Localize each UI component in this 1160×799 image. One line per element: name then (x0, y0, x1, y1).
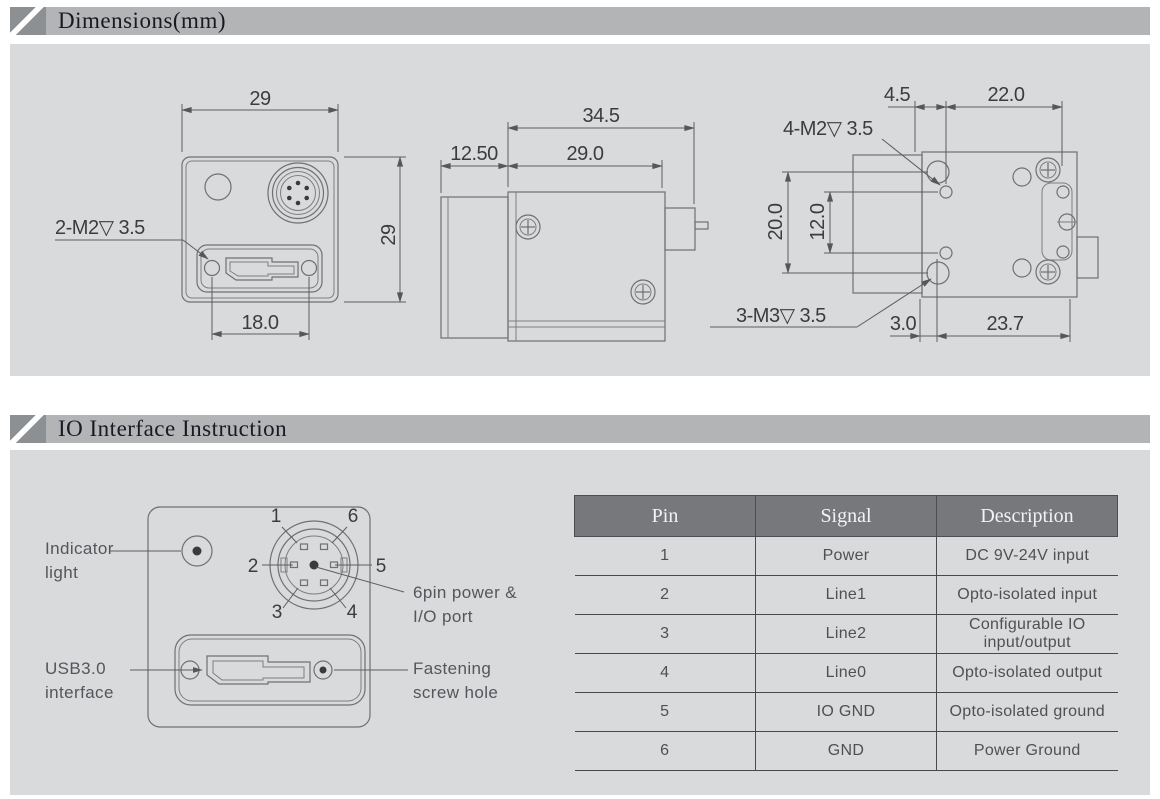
pin-table: Pin Signal Description 1 Power DC 9V-24V… (574, 495, 1118, 771)
usb-interface-label-line1: USB3.0 (45, 659, 106, 678)
side-total-dim: 34.5 (583, 105, 620, 127)
pin-number-6: 6 (348, 506, 359, 527)
io-rear-view-drawing: 1 6 2 5 3 4 (110, 506, 408, 728)
dimensions-panel: 29 29 18.0 2-M2▽ 3.5 (10, 44, 1150, 376)
front-usb-span-dim: 18.0 (242, 312, 279, 334)
top-inner-left-dim: 12.0 (807, 203, 829, 240)
front-height-dim: 29 (378, 224, 400, 246)
table-row: 1 Power DC 9V-24V input (574, 536, 1118, 576)
pin-number-3: 3 (272, 602, 283, 623)
front-width-dim: 29 (249, 88, 271, 110)
usb3-port-outline (206, 655, 311, 685)
description-cell: Opto-isolated input (936, 575, 1118, 615)
top-offset-top-dim: 4.5 (884, 84, 911, 106)
pin-cell: 6 (574, 731, 756, 771)
signal-cell: Power (755, 536, 937, 576)
pin-table-header-signal: Signal (755, 495, 937, 537)
table-row: 5 IO GND Opto-isolated ground (574, 692, 1118, 732)
indicator-light-label-line2: light (45, 563, 78, 582)
signal-cell: GND (755, 731, 937, 771)
front-screw-label: 2-M2▽ 3.5 (55, 217, 145, 239)
top-span-top-dim: 22.0 (988, 84, 1025, 106)
dimensions-section-header: Dimensions(mm) (10, 7, 1150, 35)
side-view-drawing: 34.5 12.50 29.0 (440, 105, 709, 342)
side-body-dim: 29.0 (567, 143, 604, 165)
pin-table-header-description: Description (936, 495, 1118, 537)
indicator-light-dot (192, 546, 202, 556)
io-diagram: 1 6 2 5 3 4 (45, 506, 517, 728)
dimensions-section-title: Dimensions(mm) (58, 8, 226, 33)
usb-interface-label-line2: interface (45, 683, 114, 702)
top-screw-top-label: 4-M2▽ 3.5 (783, 118, 873, 140)
table-row: 3 Line2 Configurable IO input/output (574, 614, 1118, 654)
pin-cell: 1 (574, 536, 756, 576)
signal-cell: Line1 (755, 575, 937, 615)
top-view-drawing: 4.5 22.0 4-M2▽ 3.5 20.0 12.0 3-M3▽ 3.5 (710, 84, 1099, 342)
io-section-title: IO Interface Instruction (58, 416, 288, 441)
io-callout-labels: Indicator light USB3.0 interface 6pin po… (45, 539, 517, 702)
pin-port-label-line1: 6pin power & (413, 583, 517, 602)
section-slash-icon (10, 415, 46, 443)
dimensions-drawing: 29 29 18.0 2-M2▽ 3.5 (55, 84, 1099, 342)
pin-number-4: 4 (347, 602, 358, 623)
description-cell: Power Ground (936, 731, 1118, 771)
signal-cell: Line0 (755, 653, 937, 693)
top-screw-bottom-label: 3-M3▽ 3.5 (736, 305, 826, 327)
pin-number-1: 1 (271, 506, 282, 527)
pin-port-label-line2: I/O port (413, 607, 473, 626)
description-cell: Configurable IO input/output (936, 614, 1118, 654)
pin-cell: 5 (574, 692, 756, 732)
io-panel: 1 6 2 5 3 4 (10, 450, 1150, 795)
table-row: 4 Line0 Opto-isolated output (574, 653, 1118, 693)
description-cell: Opto-isolated ground (936, 692, 1118, 732)
pin-table-header-row: Pin Signal Description (574, 495, 1118, 537)
side-lens-dim: 12.50 (450, 143, 498, 165)
indicator-light-label-line1: Indicator (45, 539, 114, 558)
top-offset-bottom-dim: 3.0 (890, 313, 917, 335)
pin-number-5: 5 (376, 556, 387, 577)
io-section-header: IO Interface Instruction (10, 415, 1150, 443)
description-cell: DC 9V-24V input (936, 536, 1118, 576)
pin-table-header-pin: Pin (574, 495, 756, 537)
fastening-screw-dot (319, 666, 327, 674)
front-view-drawing: 29 29 18.0 2-M2▽ 3.5 (55, 88, 406, 340)
top-span-bottom-dim: 23.7 (987, 313, 1024, 335)
pin-cell: 3 (574, 614, 756, 654)
signal-cell: IO GND (755, 692, 937, 732)
pin-cell: 2 (574, 575, 756, 615)
top-outer-left-dim: 20.0 (765, 203, 787, 240)
pin-number-2: 2 (248, 556, 259, 577)
table-row: 6 GND Power Ground (574, 731, 1118, 771)
pin-cell: 4 (574, 653, 756, 693)
fastening-screw-label-line2: screw hole (413, 683, 498, 702)
table-row: 2 Line1 Opto-isolated input (574, 575, 1118, 615)
description-cell: Opto-isolated output (936, 653, 1118, 693)
signal-cell: Line2 (755, 614, 937, 654)
section-slash-icon (10, 7, 46, 35)
fastening-screw-label-line1: Fastening (413, 659, 491, 678)
